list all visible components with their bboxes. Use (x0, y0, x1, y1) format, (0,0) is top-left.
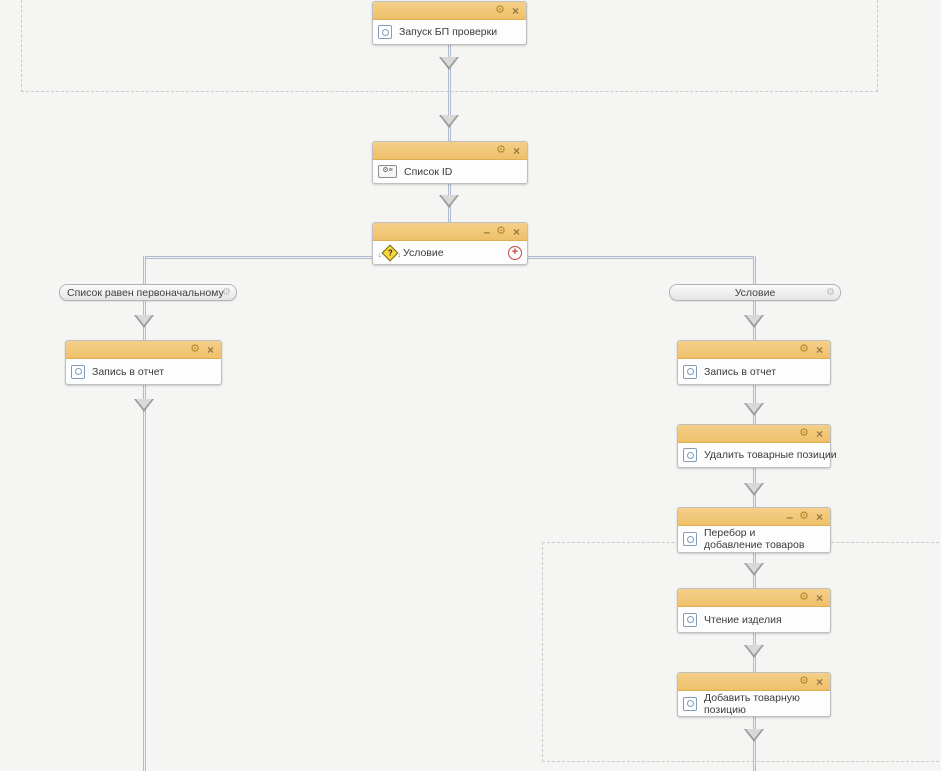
canvas-bottom-edge (0, 771, 941, 775)
activity-node-report-left[interactable]: ⚙ × Запись в отчет (65, 340, 222, 385)
node-body: ↓ ? ↓ Условие + (373, 241, 527, 264)
set-variables-icon: ⚙≡ (378, 165, 397, 178)
node-label: Список ID (404, 165, 453, 178)
node-header[interactable]: – ⚙ × (678, 508, 830, 526)
branch-down-arrow-icon: ↓ (397, 252, 402, 259)
condition-icon: ↓ ? ↓ (378, 244, 402, 261)
insert-arrow[interactable] (439, 115, 459, 128)
node-label: Запись в отчет (704, 365, 777, 378)
connector-line (753, 716, 756, 775)
close-icon[interactable]: × (815, 509, 823, 524)
node-header[interactable]: ⚙ × (373, 142, 527, 160)
minimize-icon[interactable]: – (483, 224, 490, 239)
settings-gear-icon[interactable]: ⚙ (496, 225, 506, 237)
settings-gear-icon[interactable]: ⚙ (799, 427, 809, 439)
connector-line (753, 256, 756, 285)
close-icon[interactable]: × (815, 426, 823, 441)
branch-settings-gear-icon[interactable]: ⚙ (826, 287, 835, 298)
close-icon[interactable]: × (815, 342, 823, 357)
node-label: Запись в отчет (92, 365, 165, 378)
node-header[interactable]: – ⚙ × (373, 223, 527, 241)
branch-down-arrow-icon: ↓ (378, 252, 382, 259)
branch-rule-label-right[interactable]: Условие ⚙ (669, 284, 841, 301)
insert-arrow[interactable] (134, 399, 154, 412)
activity-node-start[interactable]: ⚙ × Запуск БП проверки (372, 1, 527, 45)
node-header[interactable]: ⚙ × (678, 589, 830, 607)
close-icon[interactable]: × (815, 674, 823, 689)
node-body: Перебор и добавление товаров (678, 526, 830, 552)
insert-arrow[interactable] (744, 729, 764, 742)
insert-arrow[interactable] (439, 195, 459, 208)
node-header[interactable]: ⚙ × (678, 673, 830, 691)
activity-icon (71, 364, 85, 379)
activity-icon (683, 532, 697, 546)
activity-icon (683, 364, 697, 379)
activity-node-report-right[interactable]: ⚙ × Запись в отчет (677, 340, 831, 385)
settings-gear-icon[interactable]: ⚙ (495, 4, 505, 16)
branch-label-text: Список равен первоначальному (67, 286, 224, 299)
node-body: Чтение изделия (678, 607, 830, 632)
node-label: Удалить товарные позиции (704, 449, 837, 461)
node-body: ⚙≡ Список ID (373, 160, 527, 183)
node-body: Добавить товарную позицию (678, 691, 830, 716)
condition-node[interactable]: – ⚙ × ↓ ? ↓ Условие + (372, 222, 528, 265)
settings-gear-icon[interactable]: ⚙ (799, 510, 809, 522)
node-label: Чтение изделия (704, 613, 782, 626)
connector-line (527, 256, 755, 259)
node-body: Удалить товарные позиции (678, 443, 837, 467)
activity-node-list-id[interactable]: ⚙ × ⚙≡ Список ID (372, 141, 528, 184)
settings-gear-icon[interactable]: ⚙ (799, 591, 809, 603)
activity-icon (683, 612, 697, 627)
close-icon[interactable]: × (206, 342, 214, 357)
settings-gear-icon[interactable]: ⚙ (496, 144, 506, 156)
dashed-container-bottom (542, 542, 941, 762)
add-branch-button[interactable]: + (508, 245, 522, 260)
connector-line (143, 256, 373, 259)
node-label: Запуск БП проверки (399, 26, 498, 38)
node-label: Перебор и добавление товаров (704, 527, 805, 551)
activity-node-delete-items[interactable]: ⚙ × Удалить товарные позиции (677, 424, 837, 468)
settings-gear-icon[interactable]: ⚙ (799, 675, 809, 687)
insert-arrow[interactable] (744, 645, 764, 658)
insert-arrow[interactable] (744, 563, 764, 576)
close-icon[interactable]: × (815, 590, 823, 605)
connector-line (143, 385, 146, 771)
activity-icon (683, 448, 697, 462)
branch-settings-gear-icon[interactable]: ⚙ (222, 287, 231, 298)
branch-label-text: Условие (734, 286, 776, 299)
node-header[interactable]: ⚙ × (373, 2, 526, 20)
node-header[interactable]: ⚙ × (678, 341, 830, 359)
node-header[interactable]: ⚙ × (66, 341, 221, 359)
node-body: Запись в отчет (678, 359, 830, 384)
node-label: Добавить товарную позицию (704, 691, 800, 716)
settings-gear-icon[interactable]: ⚙ (190, 343, 200, 355)
insert-arrow[interactable] (744, 315, 764, 328)
activity-icon (683, 696, 697, 711)
close-icon[interactable]: × (512, 143, 520, 158)
insert-arrow[interactable] (744, 483, 764, 496)
insert-arrow[interactable] (439, 57, 459, 70)
insert-arrow[interactable] (134, 315, 154, 328)
node-body: Запись в отчет (66, 359, 221, 384)
activity-node-add-item[interactable]: ⚙ × Добавить товарную позицию (677, 672, 831, 717)
close-icon[interactable]: × (512, 224, 520, 239)
connector-line (143, 256, 146, 285)
activity-node-read-product[interactable]: ⚙ × Чтение изделия (677, 588, 831, 633)
insert-arrow[interactable] (744, 403, 764, 416)
close-icon[interactable]: × (511, 3, 519, 18)
minimize-icon[interactable]: – (786, 509, 793, 524)
activity-node-loop-add[interactable]: – ⚙ × Перебор и добавление товаров (677, 507, 831, 553)
settings-gear-icon[interactable]: ⚙ (799, 343, 809, 355)
node-body: Запуск БП проверки (373, 20, 526, 44)
connector-line (448, 45, 451, 142)
node-label: Условие (403, 246, 444, 259)
activity-icon (378, 25, 392, 39)
node-header[interactable]: ⚙ × (678, 425, 830, 443)
branch-rule-label-left[interactable]: Список равен первоначальному ⚙ (59, 284, 237, 301)
